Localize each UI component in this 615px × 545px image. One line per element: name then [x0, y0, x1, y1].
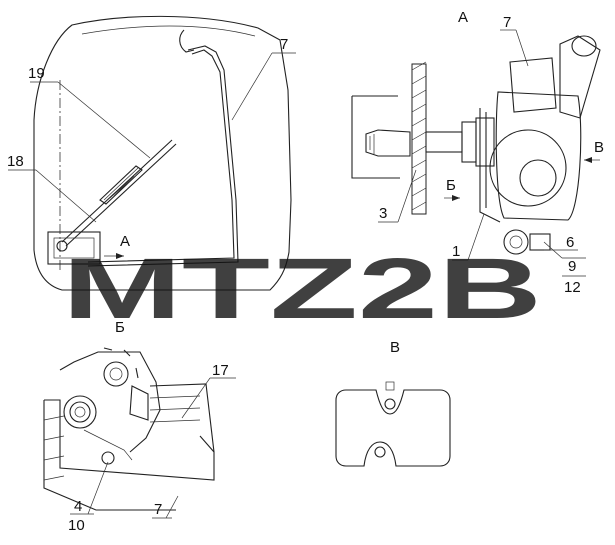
mount-nut: [529, 233, 551, 251]
callout-19: 19: [28, 65, 45, 82]
leader-18: [35, 169, 97, 223]
bracket-plate: [479, 108, 501, 223]
mount-bolt-inner: [509, 235, 523, 249]
pump-port: [519, 159, 557, 197]
callout-17: 17: [212, 362, 229, 379]
motor-body-fins: [149, 395, 201, 423]
callout-7-view-a: 7: [503, 14, 511, 31]
view-a-title: А: [458, 9, 468, 26]
wiper-pivot: [56, 240, 68, 252]
cable-route: [83, 429, 133, 461]
callout-7-main: 7: [280, 36, 288, 53]
washer: [475, 117, 495, 167]
wiper-blade-ribs: [103, 167, 139, 201]
drive-gear: [103, 361, 129, 387]
view-v-arrow-label: В: [594, 139, 604, 156]
reservoir-top: [509, 57, 557, 113]
drive-gear-hub: [109, 367, 123, 381]
bracket-spacer: [425, 131, 463, 153]
linkage-plate: [129, 385, 149, 421]
reservoir-round-section: [489, 129, 567, 207]
hose-clip-top: [179, 29, 195, 53]
callout-12: 12: [564, 279, 581, 296]
leader-9: [543, 241, 563, 259]
wiper-motor-housing: [47, 231, 101, 265]
filler-cap: [571, 35, 597, 57]
view-a-assembly: [351, 35, 601, 255]
view-a-arrow-head: [116, 253, 124, 259]
callout-6: 6: [566, 234, 574, 251]
leader-3: [397, 169, 417, 223]
wiper-motor-cover: [53, 237, 95, 259]
main-view-leaders: [8, 52, 296, 223]
callout-4: 4: [74, 498, 82, 515]
mount-bolt: [503, 229, 529, 255]
plate-bolt-head: [385, 381, 395, 391]
callout-7-view-b: 7: [154, 501, 162, 518]
main-view-window: [33, 15, 292, 291]
bolt-thread: [369, 134, 375, 154]
main-nut-bore: [74, 406, 86, 418]
washer-hose-inner: [87, 49, 235, 263]
view-v-plate: [335, 381, 451, 467]
view-b-leaders: [70, 377, 236, 519]
panel-hatching: [411, 61, 427, 211]
watermark-text: MTZ2B: [62, 241, 542, 337]
callout-10: 10: [68, 517, 85, 534]
plate-hole-upper: [384, 398, 396, 410]
view-b-assembly: [43, 347, 215, 511]
panel-hatch: [43, 415, 65, 481]
leader-17: [181, 377, 211, 419]
callout-1: 1: [452, 243, 460, 260]
filler-neck: [559, 35, 601, 119]
window-upper-seal: [81, 25, 256, 37]
leader-1: [467, 213, 485, 261]
washer-hose-outer: [87, 45, 239, 267]
main-nut-inner: [69, 401, 91, 423]
mounting-plate: [335, 389, 451, 467]
screw-4: [101, 451, 115, 465]
view-a-leaders: [378, 29, 586, 277]
view-b-arrow-head: [452, 195, 460, 201]
callout-3: 3: [379, 205, 387, 222]
callout-18: 18: [7, 153, 24, 170]
bolt-head: [365, 129, 411, 157]
leader-7a: [515, 29, 529, 67]
motor-mount-outline: [59, 351, 161, 453]
leader-7: [231, 52, 273, 121]
view-a-arrow-label: А: [120, 233, 130, 250]
main-nut: [63, 395, 97, 429]
washer-reservoir-body: [495, 91, 582, 221]
nut: [461, 121, 477, 163]
callout-9: 9: [568, 258, 576, 275]
cab-window-outline: [33, 15, 292, 291]
plate-hole-lower: [374, 446, 386, 458]
leader-19: [57, 81, 151, 159]
base-plate-outline: [44, 399, 215, 481]
cab-frame-fragment: [351, 95, 400, 179]
leader-4: [87, 461, 109, 515]
view-b-arrow-label: Б: [446, 177, 456, 194]
leader-7b: [165, 495, 179, 519]
view-v-title: В: [390, 339, 400, 356]
wiper-blade: [99, 165, 143, 205]
view-v-arrow-head: [584, 157, 592, 163]
wiper-arm: [61, 139, 173, 243]
panel-outline: [43, 400, 176, 511]
gear-teeth: [103, 347, 139, 379]
view-b-title: Б: [115, 319, 125, 336]
wiper-arm-edge: [65, 143, 177, 247]
